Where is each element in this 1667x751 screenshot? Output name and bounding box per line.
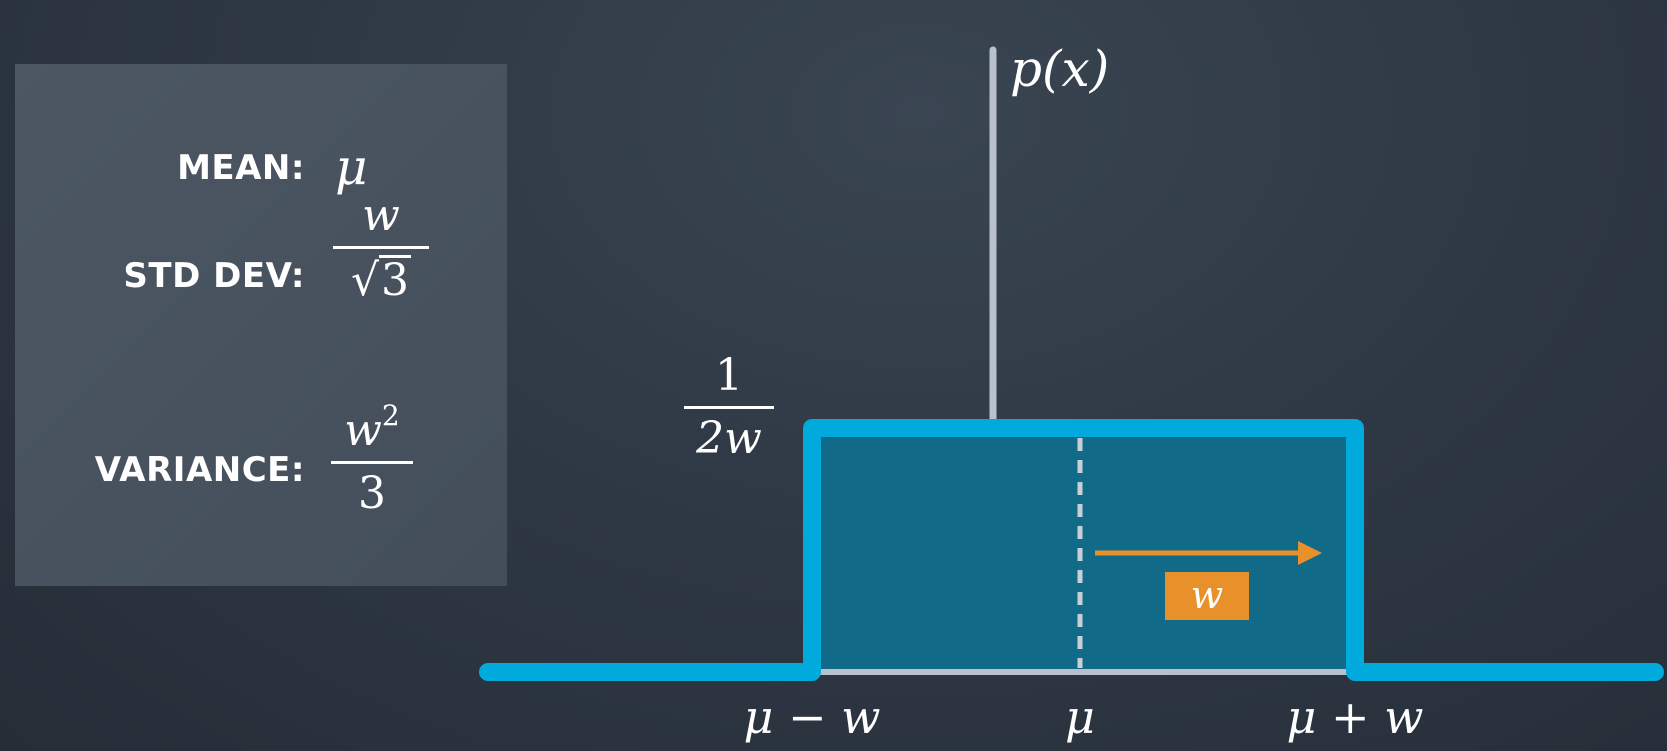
std-dev-numerator: w bbox=[362, 190, 400, 241]
height-numerator: 1 bbox=[715, 350, 743, 401]
height-denominator: 2w bbox=[696, 413, 762, 464]
std-dev-fraction: w √3 bbox=[333, 192, 429, 305]
variance-fraction: w2 3 bbox=[331, 392, 413, 518]
tick-center: μ bbox=[1065, 690, 1095, 744]
variance-numerator-base: w bbox=[344, 405, 382, 456]
variance-label: VARIANCE: bbox=[94, 450, 305, 490]
width-arrow-head bbox=[1298, 541, 1322, 565]
mean-value: μ bbox=[335, 138, 368, 196]
properties-panel: MEAN: μ STD DEV: w √3 VARIANCE: w2 3 bbox=[15, 64, 507, 586]
std-dev-denominator: √3 bbox=[333, 255, 429, 305]
mean-label: MEAN: bbox=[177, 148, 305, 188]
sqrt-symbol: √ bbox=[350, 255, 380, 306]
fraction-bar bbox=[333, 246, 429, 249]
tick-left: μ − w bbox=[743, 690, 881, 744]
fraction-bar bbox=[331, 461, 413, 464]
height-fraction: 1 2w bbox=[684, 352, 774, 463]
std-dev-label: STD DEV: bbox=[123, 256, 305, 296]
distribution-curve bbox=[479, 419, 1664, 681]
y-axis-label: p(x) bbox=[1010, 40, 1110, 98]
distribution-area bbox=[812, 428, 1355, 672]
fraction-bar bbox=[684, 406, 774, 409]
variance-exponent: 2 bbox=[381, 399, 400, 432]
tick-right: μ + w bbox=[1286, 690, 1424, 744]
variance-denominator: 3 bbox=[358, 468, 386, 519]
sqrt-radicand: 3 bbox=[379, 255, 412, 306]
width-label: w bbox=[1165, 572, 1249, 620]
variance-numerator: w2 bbox=[331, 392, 413, 455]
